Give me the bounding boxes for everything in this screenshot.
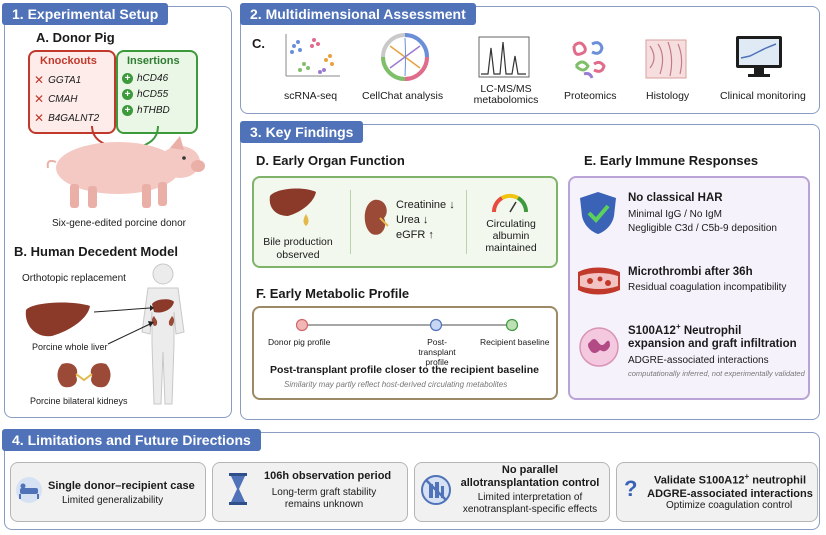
limitation-title-4b: neutrophil — [749, 474, 806, 487]
metabolic-title: F. Early Metabolic Profile — [256, 286, 410, 301]
marker-urea: Urea ↓ — [396, 214, 429, 226]
proteomics-icon — [572, 41, 606, 79]
organ-function-title: D. Early Organ Function — [256, 153, 405, 168]
har-line-1: Minimal IgG / No IgM — [628, 209, 722, 220]
neut-title-b: Neutrophil — [680, 324, 742, 337]
neut-note: computationally inferred, not experiment… — [628, 369, 805, 378]
donor-pig-title: A. Donor Pig — [36, 30, 115, 45]
kidney-markers: Creatinine ↓ Urea ↓ eGFR ↑ — [396, 198, 455, 243]
pig-caption: Six-gene-edited porcine donor — [52, 218, 186, 229]
micro-line: Residual coagulation incompatibility — [628, 282, 787, 293]
knockout-gene: GGTA1 — [48, 74, 82, 86]
point-post: Post-transplant profile — [418, 337, 456, 367]
section-title-setup: 1. Experimental Setup — [2, 3, 169, 25]
hourglass-icon — [229, 473, 247, 505]
mass-spec-icon — [478, 36, 530, 78]
neut-sup: + — [675, 322, 681, 331]
plus-circle-icon: + — [122, 105, 133, 116]
limitation-desc-4: Optimize coagulation control — [666, 500, 793, 511]
metabolic-conclusion: Post-transplant profile closer to the re… — [270, 364, 539, 376]
kidneys-icon — [57, 363, 111, 388]
limitation-desc-3: Limited interpretation of xenotransplant… — [462, 492, 598, 515]
point-donor: Donor pig profile — [268, 337, 331, 347]
immune-title: E. Early Immune Responses — [584, 153, 759, 168]
neut-title-a: S100A12 — [628, 324, 676, 337]
method-lcms: LC-MS/MS metabolomics — [473, 83, 539, 106]
cross-icon: ✕ — [34, 111, 45, 125]
neut-title: S100A12+ Neutrophil — [628, 322, 741, 337]
cellchat-icon — [381, 33, 429, 81]
section-title-limitations: 4. Limitations and Future Directions — [2, 429, 261, 451]
plus-circle-icon: + — [122, 73, 133, 84]
point-recipient: Recipient baseline — [480, 337, 550, 347]
cross-icon: ✕ — [34, 73, 45, 87]
knockouts-box — [28, 50, 116, 134]
organ-divider — [350, 190, 351, 254]
method-scrna-seq: scRNA-seq — [284, 90, 338, 102]
arrow-icon — [94, 305, 154, 345]
method-histology: Histology — [646, 90, 690, 102]
insertion-gene: hCD55 — [137, 89, 169, 100]
metabolic-note: Similarity may partly reflect host-deriv… — [284, 380, 508, 389]
human-model-title: B. Human Decedent Model — [14, 244, 178, 259]
bile-caption: Bile production observed — [263, 236, 333, 261]
pig-icon — [46, 126, 205, 208]
albumin-caption: Circulating albumin maintained — [485, 218, 537, 254]
knockouts-title: Knockouts — [40, 55, 97, 67]
blood-vessel-icon — [578, 267, 620, 295]
plus-circle-icon: + — [122, 89, 133, 100]
neut-line: ADGRE-associated interactions — [628, 355, 769, 366]
patient-bed-icon — [16, 477, 42, 503]
neutrophil-icon — [579, 327, 619, 367]
insertions-list: + hCD46 + hCD55 + hTHBD — [122, 73, 170, 116]
limitation-title-4c: ADGRE-associated interactions — [647, 487, 813, 500]
neut-title-c: expansion and graft infiltration — [628, 338, 797, 350]
assessment-label: C. — [252, 36, 265, 51]
limitation-title-2: 106h observation period — [264, 470, 392, 482]
limitation-title-4a: Validate S100A12 — [653, 474, 745, 487]
limitation-title-3: No parallel allotransplantation control — [460, 464, 600, 489]
har-title: No classical HAR — [628, 192, 723, 204]
organ-divider — [466, 190, 467, 254]
shield-check-icon — [580, 192, 616, 234]
liver-bile-icon — [269, 188, 316, 226]
kidney-caption: Porcine bilateral kidneys — [30, 396, 128, 406]
knockouts-list: ✕GGTA1 ✕CMAH ✕B4GALNT2 — [34, 73, 99, 125]
limitation-desc-1: Limited generalizability — [62, 495, 164, 506]
insertion-gene: hCD46 — [137, 73, 169, 84]
question-icon: ? — [624, 476, 638, 501]
limitation-title-4: Validate S100A12+ neutrophil ADGRE-assoc… — [646, 470, 814, 501]
cross-icon: ✕ — [34, 92, 45, 106]
method-proteomics: Proteomics — [564, 90, 617, 102]
section-title-assessment: 2. Multidimensional Assessment — [240, 3, 476, 25]
section-title-findings: 3. Key Findings — [240, 121, 364, 143]
liver-icon — [25, 302, 91, 337]
orthotopic-label: Orthotopic replacement — [22, 273, 126, 284]
micro-title: Microthrombi after 36h — [628, 266, 753, 278]
limitation-card — [212, 462, 408, 522]
knockout-gene: B4GALNT2 — [48, 112, 100, 124]
marker-egfr: eGFR ↑ — [396, 229, 434, 241]
profile-line — [295, 318, 519, 332]
clinical-monitor-icon — [736, 36, 782, 77]
liver-caption: Porcine whole liver — [32, 342, 108, 352]
kidney-icon — [364, 199, 389, 235]
human-body-icon — [141, 263, 185, 405]
insertions-title: Insertions — [127, 55, 180, 67]
scrna-seq-icon — [285, 34, 340, 77]
limitation-title-4-sup: + — [744, 472, 750, 481]
insertion-gene: hTHBD — [137, 105, 170, 116]
limitation-card — [10, 462, 206, 522]
har-line-2: Negligible C3d / C5b-9 deposition — [628, 223, 777, 234]
method-clinical: Clinical monitoring — [720, 90, 806, 102]
method-cellchat: CellChat analysis — [362, 90, 444, 102]
limitation-desc-2: Long-term graft stability remains unknow… — [271, 487, 377, 510]
marker-creatinine: Creatinine ↓ — [396, 199, 455, 211]
limitation-title-1: Single donor–recipient case — [48, 480, 195, 492]
no-control-icon — [421, 475, 451, 505]
histology-icon — [645, 39, 687, 79]
gauge-icon — [491, 193, 529, 213]
limitation-card — [616, 462, 818, 522]
knockout-gene: CMAH — [48, 93, 78, 105]
